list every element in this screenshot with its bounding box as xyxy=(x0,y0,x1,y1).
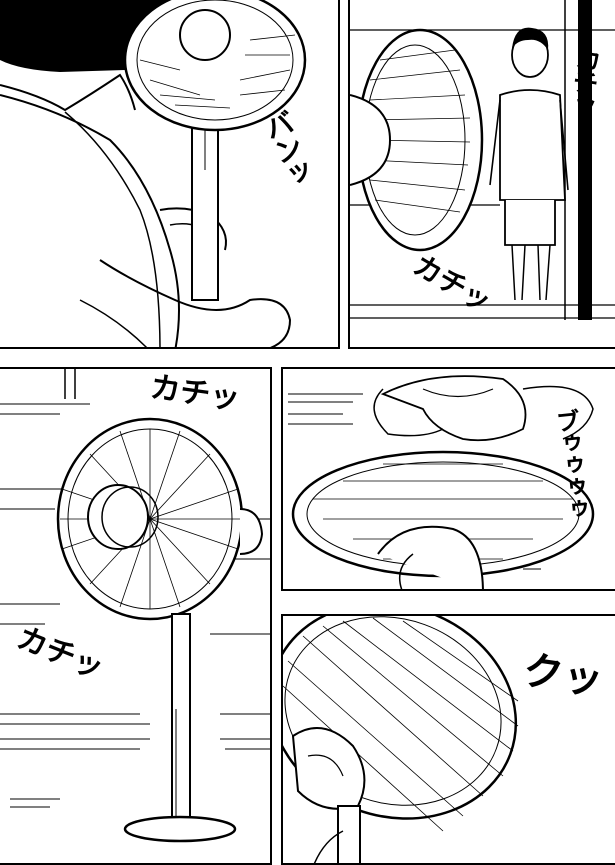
sfx-ku: クッ xyxy=(520,647,606,705)
panel-5: クッ xyxy=(281,614,615,865)
panel-3: カチッ カチッ xyxy=(0,367,272,865)
panel-4-art xyxy=(288,375,595,589)
panel-5-art xyxy=(283,616,519,863)
panel-2: カチッ カチッ xyxy=(348,0,615,349)
panel-3-art xyxy=(0,369,270,843)
panel-1: バンッ xyxy=(0,0,340,349)
panel-4: ブゥゥゥゥ xyxy=(281,367,615,591)
panel-2-art xyxy=(350,0,615,320)
panel-1-art xyxy=(0,0,307,347)
